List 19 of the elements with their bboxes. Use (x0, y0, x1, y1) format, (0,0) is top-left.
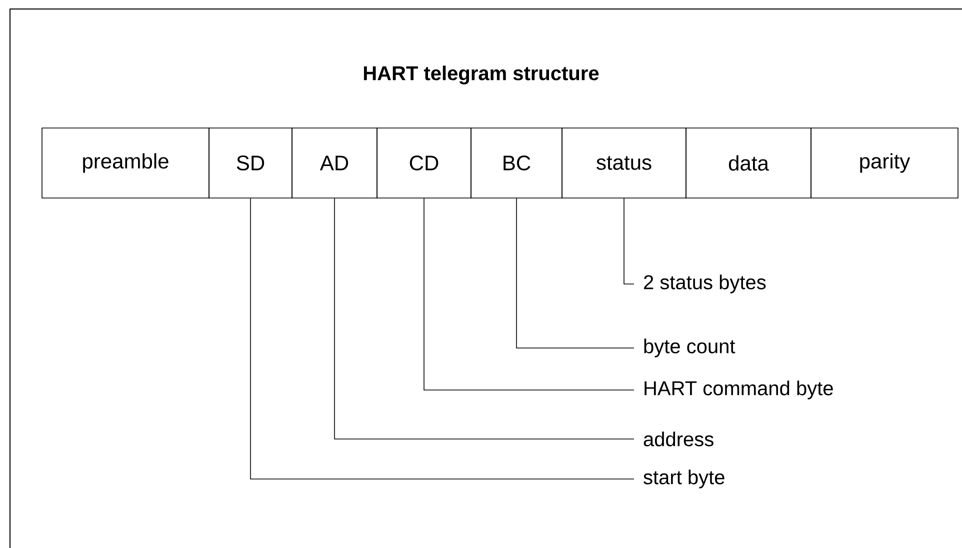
field-cell: SD (208, 128, 292, 198)
leader-line (250, 198, 634, 480)
diagram-title: HART telegram structure (364, 66, 599, 84)
field-cell: AD (292, 128, 378, 198)
field-cell: BC (470, 128, 562, 198)
field-cell: preamble (42, 128, 210, 198)
field-cell: CD (376, 128, 472, 198)
callout-label: byte count (644, 338, 736, 358)
leader-line (624, 198, 634, 284)
leader-line (334, 198, 634, 440)
callout-label: start byte (644, 470, 724, 488)
field-cell: parity (810, 128, 958, 198)
field-cell: status (562, 128, 686, 198)
callout-label: address (644, 432, 714, 446)
leader-line (424, 198, 634, 390)
callout-label: 2 status bytes (644, 274, 766, 294)
field-cell: data (686, 128, 812, 198)
callout-label: HART command byte (644, 380, 833, 400)
leader-line (516, 198, 634, 348)
